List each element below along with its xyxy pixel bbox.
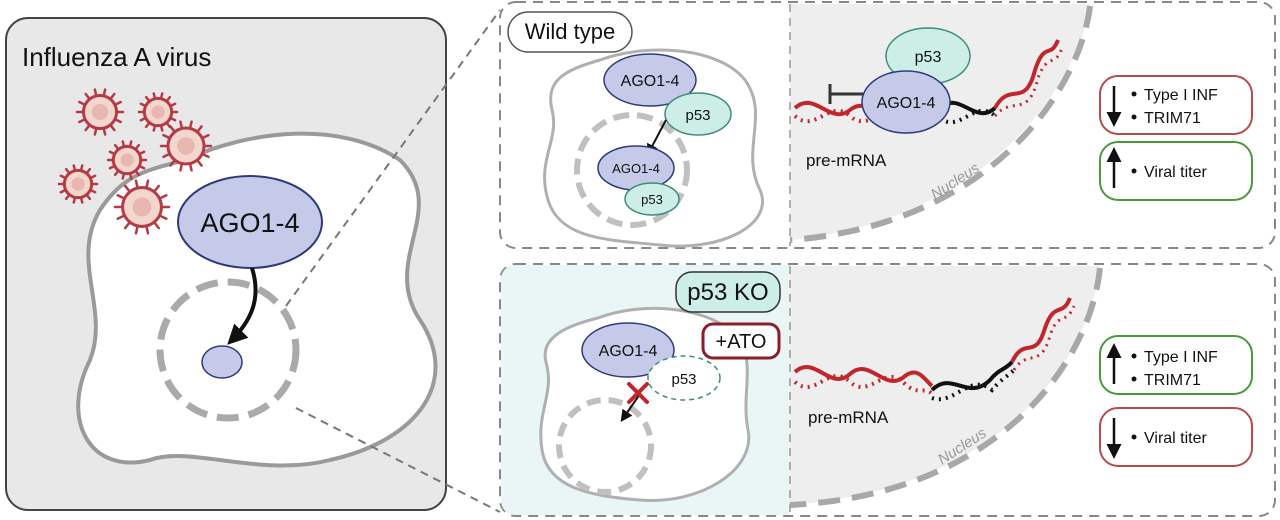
- wt-nuclear-p53-label: p53: [641, 192, 663, 207]
- left-panel: Influenza A virus AGO1-4: [5, 17, 447, 511]
- wt-effect-down-item-1: Type I INF: [1144, 87, 1218, 104]
- wt-effect-up: Viral titer: [1099, 141, 1253, 201]
- wt-nuclear-ago-label: AGO1-4: [612, 161, 660, 176]
- ko-cell-p53-label: p53: [671, 371, 696, 388]
- zoom-line-top: [285, 9, 501, 307]
- wt-zoom-ago-label: AGO1-4: [877, 95, 936, 112]
- wt-cell-ago-label: AGO1-4: [621, 73, 680, 90]
- virus-icon: [106, 140, 148, 180]
- wt-nucleus-zoom: Nucleus pre-mRNA p53 AGO1-4: [789, 4, 1093, 246]
- wt-zoom-p53-label: p53: [915, 49, 942, 66]
- wt-cell-p53-label: p53: [685, 107, 710, 124]
- wt-cell-ago: [603, 53, 697, 107]
- wild-type-tag-label: Wild type: [525, 19, 615, 44]
- ko-nucleus-fill: [790, 266, 1100, 505]
- zoom-line-bottom: [295, 407, 501, 513]
- treatment-badge-label: +ATO: [716, 331, 767, 353]
- wt-cell-p53: [664, 92, 732, 136]
- wt-effect-up-item: Viral titer: [1144, 164, 1208, 181]
- wt-nucleus: [574, 112, 690, 228]
- virus-icon: [75, 88, 125, 136]
- host-nucleus: [156, 278, 300, 422]
- wt-nuclear-envelope: [789, 5, 1093, 243]
- ko-nucleus: [556, 397, 654, 495]
- left-panel-title: Influenza A virus: [22, 42, 211, 72]
- treatment-badge: [701, 322, 781, 360]
- ko-tag-label: p53 KO: [687, 279, 768, 306]
- ko-effect-up: Type I INF TRIM71: [1099, 335, 1253, 395]
- ko-pre-mrna: [793, 297, 1076, 402]
- ago-large-label: AGO1-4: [200, 208, 299, 238]
- wt-rna-label: pre-mRNA: [806, 151, 887, 170]
- ago-large: [177, 175, 323, 269]
- ko-nucleus-zoom: Nucleus pre-mRNA: [789, 266, 1103, 514]
- wild-type-tag: [507, 11, 633, 53]
- wt-effect-down: Type I INF TRIM71: [1099, 75, 1253, 135]
- ko-cell-ago-label: AGO1-4: [599, 343, 658, 360]
- ko-rna-label: pre-mRNA: [808, 408, 889, 427]
- wt-effect-down-item-2: TRIM71: [1144, 110, 1201, 127]
- p53-ko-panel: Nucleus pre-mRNA p53 KO +ATO AGO1-4 p53: [499, 263, 1276, 517]
- blocked-arrow-icon: [620, 393, 641, 422]
- wt-nuclear-p53: [624, 182, 680, 216]
- ko-nuclear-envelope: [789, 267, 1103, 508]
- virus-icon: [159, 120, 213, 172]
- import-arrow: [227, 267, 258, 345]
- ko-cell-ago: [581, 322, 675, 378]
- ko-effect-up-item-2: TRIM71: [1144, 372, 1201, 389]
- nuclear-ago-small: [201, 345, 243, 379]
- virus-icon: [57, 164, 99, 204]
- block-mark: [627, 382, 649, 404]
- wild-type-panel: Nucleus pre-mRNA p53 AGO1-4 Wil: [499, 1, 1276, 249]
- ko-tag: [675, 271, 781, 313]
- ko-effect-down: Viral titer: [1099, 407, 1253, 467]
- ko-cell-p53-absent: [647, 355, 721, 401]
- virus-icon: [113, 179, 171, 235]
- virus-cluster: [57, 88, 213, 235]
- ko-effect-up-item-1: Type I INF: [1144, 349, 1218, 366]
- ko-effect-down-item: Viral titer: [1144, 430, 1208, 447]
- wt-zoom-ago: [861, 70, 951, 134]
- virus-icon: [137, 92, 179, 132]
